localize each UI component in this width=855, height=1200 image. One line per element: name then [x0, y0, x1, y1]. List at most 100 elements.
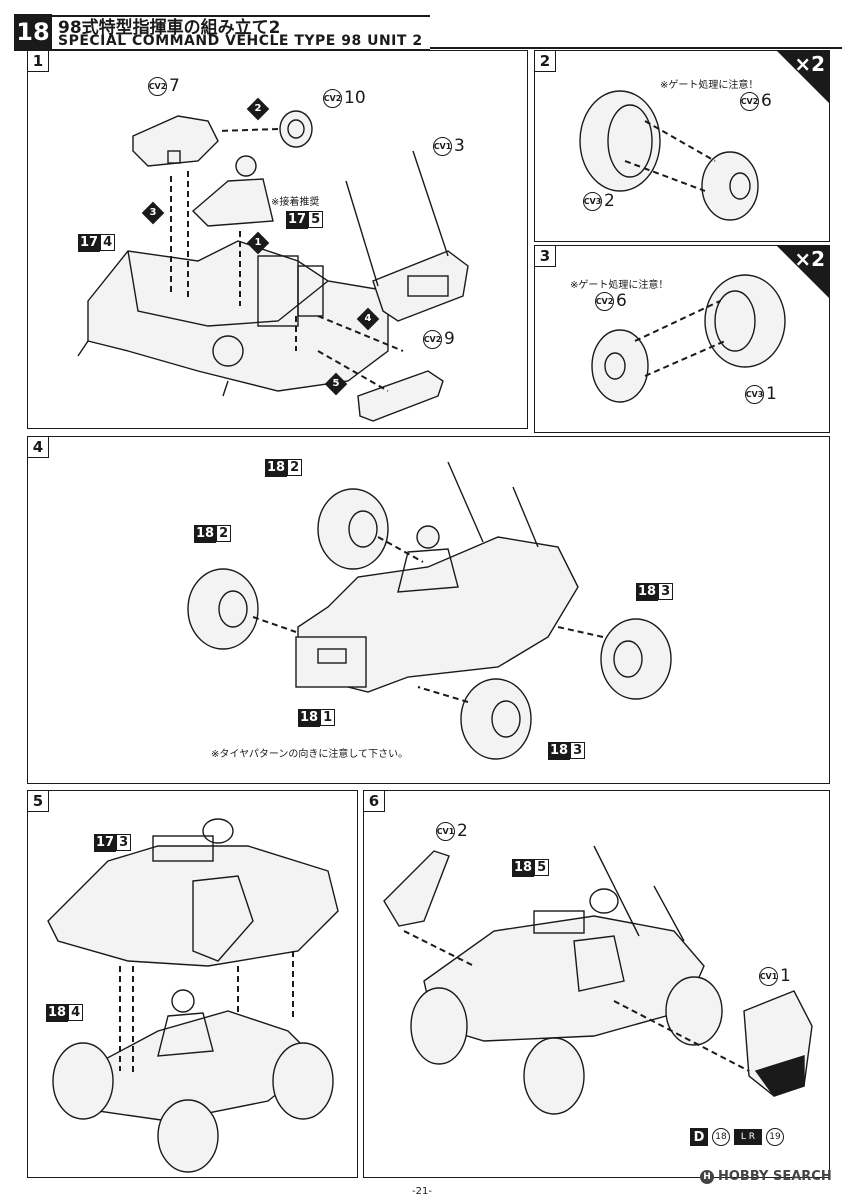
part-label-17-3: 17 3 — [94, 834, 132, 852]
runner-id: 17 — [94, 834, 117, 852]
multiplier-text: ×2 — [794, 247, 825, 271]
runner-id: 18 — [265, 459, 288, 477]
header-rule — [430, 47, 842, 49]
multiplier-corner — [777, 51, 829, 103]
runner-id: 18 — [194, 525, 217, 543]
step-number: 1 — [28, 51, 49, 72]
part-label-cv2-10: CV2 10 — [323, 88, 366, 108]
part-id: 3 — [570, 742, 586, 759]
panel-step-5: 5 17 3 18 4 — [27, 790, 358, 1178]
part-number: 1 — [766, 384, 777, 404]
part-label-17-5: 17 5 — [286, 211, 324, 229]
step-number: 6 — [364, 791, 385, 812]
tire-pattern-note: ※タイヤパターンの向きに注意して下さい。 — [211, 749, 409, 760]
panel-step-2: 2 ×2 ※ゲート処理に注意！ CV2 6 CV3 2 — [534, 50, 830, 242]
order-marker-5: 5 — [324, 372, 348, 396]
part-label-18-2-top: 18 2 — [265, 459, 303, 477]
order-number: 4 — [364, 313, 372, 324]
part-id: 2 — [287, 459, 303, 476]
part-id: 5 — [308, 211, 324, 228]
part-label-cv1-2: CV1 2 — [436, 821, 468, 841]
part-id: 3 — [116, 834, 132, 851]
order-marker-1: 1 — [246, 231, 270, 255]
watermark: H HOBBY SEARCH — [700, 1169, 832, 1184]
part-number: 9 — [444, 329, 455, 349]
step-5-illustration — [47, 818, 339, 1173]
order-number: 3 — [149, 207, 157, 218]
panel-step-6: 6 CV1 2 CV1 1 18 5 — [363, 790, 830, 1178]
gate-note: ※ゲート処理に注意！ — [660, 80, 759, 91]
step-number: 5 — [28, 791, 49, 812]
decal-reference: D 18 L R 19 — [690, 1128, 784, 1146]
part-badge: CV2 — [595, 291, 614, 311]
panel-step-3: 3 ×2 ※ゲート処理に注意！ CV2 6 CV3 1 — [534, 245, 830, 433]
watermark-logo-icon: H — [700, 1169, 714, 1184]
part-badge: CV2 — [323, 88, 342, 108]
step-1-illustration — [77, 110, 469, 422]
part-badge: CV1 — [436, 821, 455, 841]
multiplier-corner — [777, 246, 829, 298]
part-number: 6 — [616, 291, 627, 311]
part-label-cv2-9: CV2 9 — [423, 329, 455, 349]
step-number: 3 — [535, 246, 556, 267]
step-6-illustration — [383, 845, 813, 1115]
runner-id: 18 — [46, 1004, 69, 1022]
part-badge: CV3 — [745, 384, 764, 404]
page-number: -21- — [412, 1186, 432, 1197]
ref-number-1: 18 — [712, 1128, 730, 1146]
runner-id: 17 — [286, 211, 309, 229]
order-marker-2: 2 — [246, 97, 270, 121]
part-label-cv3-1: CV3 1 — [745, 384, 777, 404]
ref-lr-marker: L R — [734, 1129, 762, 1145]
part-id: 1 — [320, 709, 336, 726]
part-label-cv2-6: CV2 6 — [740, 91, 772, 111]
part-badge: CV1 — [759, 966, 778, 986]
order-number: 2 — [254, 103, 262, 114]
part-id: 4 — [68, 1004, 84, 1021]
part-badge: CV2 — [148, 76, 167, 96]
part-label-17-4: 17 4 — [78, 234, 116, 252]
header-step-number: 18 — [14, 14, 52, 50]
part-label-18-1: 18 1 — [298, 709, 336, 727]
step-3-illustration — [591, 274, 786, 403]
glue-note: ※接着推奨 — [271, 197, 320, 208]
part-label-cv3-2: CV3 2 — [583, 191, 615, 211]
part-id: 4 — [100, 234, 116, 251]
part-number: 6 — [761, 91, 772, 111]
part-id: 5 — [534, 859, 550, 876]
panel-step-4: 4 18 2 18 2 18 3 — [27, 436, 830, 784]
part-badge: CV3 — [583, 191, 602, 211]
part-label-18-3-bottom: 18 3 — [548, 742, 586, 760]
part-label-18-4: 18 4 — [46, 1004, 84, 1022]
part-badge: CV2 — [423, 329, 442, 349]
header-title-jp: 98式特型指揮車の組み立て2 — [58, 18, 281, 38]
part-label-18-5: 18 5 — [512, 859, 550, 877]
part-number: 2 — [604, 191, 615, 211]
part-number: 2 — [457, 821, 468, 841]
part-label-cv2-7: CV2 7 — [148, 76, 180, 96]
order-marker-4: 4 — [356, 307, 380, 331]
runner-id: 18 — [636, 583, 659, 601]
part-number: 7 — [169, 76, 180, 96]
part-number: 1 — [780, 966, 791, 986]
runner-id: 18 — [548, 742, 571, 760]
multiplier-text: ×2 — [794, 52, 825, 76]
part-label-cv1-3: CV1 3 — [433, 136, 465, 156]
runner-id: 18 — [512, 859, 535, 877]
ref-number-2: 19 — [766, 1128, 784, 1146]
gate-note: ※ゲート処理に注意！ — [570, 280, 669, 291]
panel-step-1: 1 — [27, 50, 528, 429]
watermark-text: HOBBY SEARCH — [718, 1169, 832, 1184]
part-id: 2 — [216, 525, 232, 542]
runner-id: 18 — [298, 709, 321, 727]
part-label-cv2-6: CV2 6 — [595, 291, 627, 311]
part-number: 10 — [344, 88, 366, 108]
order-number: 1 — [254, 237, 262, 248]
part-label-cv1-1: CV1 1 — [759, 966, 791, 986]
header-title-en: SPECIAL COMMAND VEHCLE TYPE 98 UNIT 2 — [58, 33, 423, 49]
step-number: 2 — [535, 51, 556, 72]
part-label-18-2-left: 18 2 — [194, 525, 232, 543]
ref-letter: D — [690, 1128, 708, 1146]
part-label-18-3-right: 18 3 — [636, 583, 674, 601]
runner-id: 17 — [78, 234, 101, 252]
